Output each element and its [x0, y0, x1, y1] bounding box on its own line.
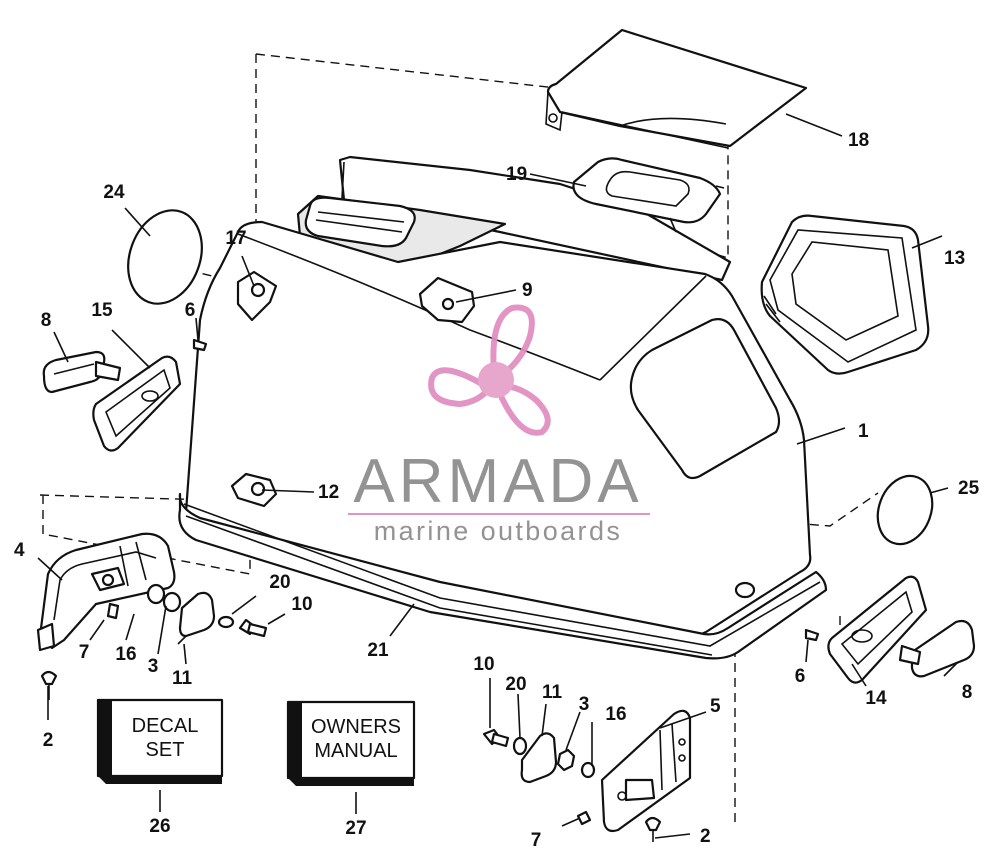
part-label-4: 4 — [14, 540, 25, 561]
round-decal-right — [876, 474, 934, 546]
part-label-19: 19 — [506, 164, 527, 185]
part-label-11-right: 11 — [542, 682, 563, 703]
part-label-6-right: 6 — [795, 666, 806, 687]
part-label-1: 1 — [858, 421, 869, 442]
part-label-9: 9 — [522, 280, 533, 301]
screw-6-right — [804, 628, 820, 642]
decal-set-line2: SET — [146, 739, 185, 761]
washer-20-right — [512, 736, 528, 756]
retainer-11-left — [177, 591, 216, 645]
part-label-15: 15 — [91, 300, 113, 321]
part-label-16-right: 16 — [605, 704, 626, 725]
part-label-18: 18 — [848, 130, 869, 151]
part-label-2-left: 2 — [43, 730, 54, 751]
stud-2-left — [40, 670, 58, 700]
part-label-11-left: 11 — [172, 668, 193, 689]
owners-manual-line1: OWNERS — [311, 716, 401, 738]
part-label-21: 21 — [367, 640, 389, 661]
part-label-3-right: 3 — [579, 694, 590, 715]
part-label-14: 14 — [865, 688, 887, 709]
owners-manual-box: OWNERS MANUAL — [286, 700, 416, 786]
part-label-20-left: 20 — [269, 572, 290, 593]
washer-3-left — [162, 591, 182, 613]
nut-3-right — [556, 748, 576, 772]
stud-2-right — [644, 816, 662, 842]
propeller-logo-icon — [428, 304, 551, 436]
window-gasket — [760, 214, 930, 375]
latch-handle-left — [42, 350, 122, 394]
part-label-24: 24 — [103, 182, 125, 203]
part-label-5: 5 — [710, 696, 721, 717]
decal-set-line1: DECAL — [132, 715, 199, 737]
part-label-10-left: 10 — [291, 594, 312, 615]
watermark-title: ARMADA — [353, 447, 642, 516]
retainer-11-right — [520, 732, 558, 784]
part-label-20-right: 20 — [505, 674, 526, 695]
screw-6-left — [192, 338, 208, 352]
washer-16-left — [146, 583, 166, 605]
owners-manual-line2: MANUAL — [314, 740, 397, 762]
part-label-16-left: 16 — [115, 644, 136, 665]
round-decal-left — [127, 209, 203, 305]
part-label-8-right: 8 — [962, 682, 973, 703]
part-label-3-left: 3 — [148, 656, 159, 677]
part-label-25: 25 — [958, 478, 980, 499]
decal-set-box: DECAL SET — [96, 698, 224, 784]
bracket-plate-17 — [236, 270, 278, 322]
washer-20-left — [217, 615, 235, 629]
part-label-26: 26 — [149, 816, 170, 837]
part-label-6-left: 6 — [185, 300, 196, 321]
leader-lines — [37, 113, 959, 839]
watermark: ARMADA marine outboards — [348, 304, 650, 546]
watermark-subtitle: marine outboards — [374, 516, 623, 546]
bracket-5 — [600, 709, 692, 833]
bracket-4 — [36, 532, 176, 652]
motor-cover — [178, 155, 828, 660]
part-label-12: 12 — [318, 482, 339, 503]
part-number-labels: 1 2 2 3 3 4 5 6 6 7 7 8 8 9 10 10 11 11 … — [14, 130, 980, 851]
bolt-10-left — [238, 618, 268, 638]
top-lid — [545, 28, 808, 149]
part-label-2-right: 2 — [700, 826, 711, 847]
bolt-10-right — [482, 728, 510, 748]
screw-7-right — [576, 810, 592, 826]
part-label-8-left: 8 — [41, 310, 52, 331]
latch-gasket-left — [92, 355, 182, 452]
latch-handle-right — [898, 619, 976, 678]
part-label-7-right: 7 — [531, 830, 542, 851]
part-label-7-left: 7 — [79, 642, 90, 663]
part-label-13: 13 — [944, 248, 965, 269]
lid-bracket — [572, 157, 725, 233]
screw-7-left — [106, 602, 120, 620]
washer-16-right — [580, 761, 596, 779]
part-label-27: 27 — [345, 818, 366, 839]
bracket-plate-12 — [230, 472, 278, 508]
latch-gasket-right — [827, 575, 928, 684]
part-label-10-right: 10 — [473, 654, 494, 675]
bracket-plate-9 — [418, 276, 476, 324]
part-label-17: 17 — [225, 228, 246, 249]
